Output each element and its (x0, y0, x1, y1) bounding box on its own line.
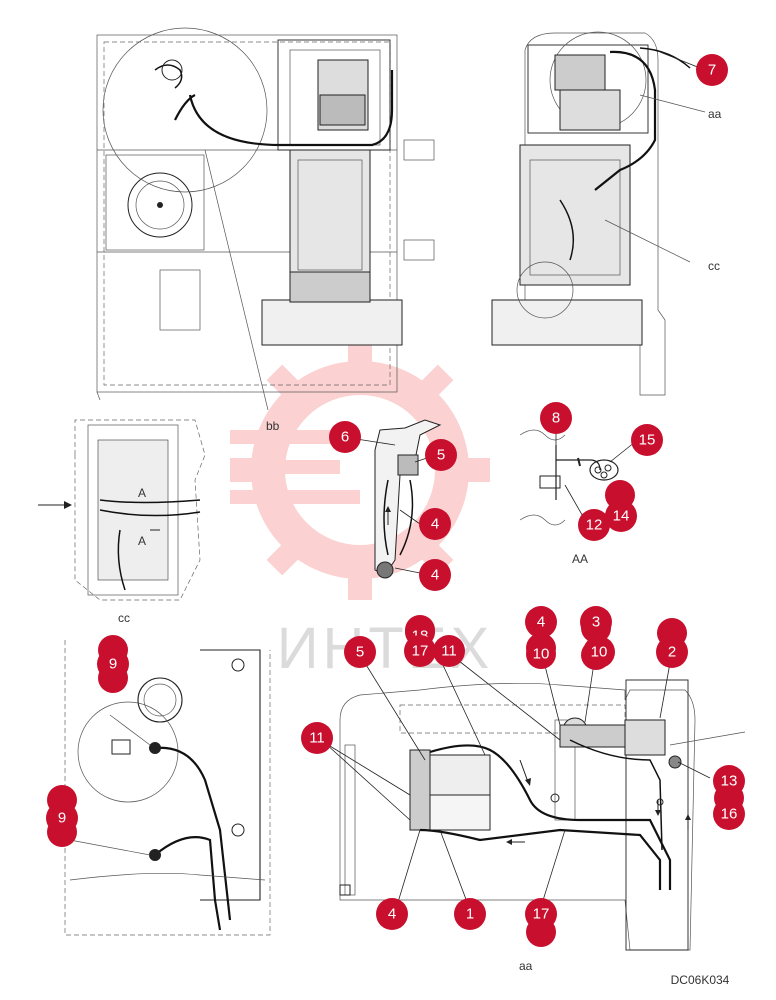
svg-text:15: 15 (639, 432, 656, 449)
callout-1: 1 (454, 898, 486, 930)
svg-text:4: 4 (388, 906, 396, 923)
svg-text:1: 1 (466, 906, 474, 923)
view-label-aa-section: AA (572, 552, 588, 566)
callout-8: 8 (540, 402, 572, 434)
svg-text:5: 5 (437, 447, 445, 464)
callout-13: 13 (713, 765, 745, 797)
filter-detail-view (374, 419, 442, 579)
svg-text:7: 7 (708, 62, 716, 79)
view-label-bb: bb (266, 419, 280, 433)
callout-5-top: 5 (425, 439, 457, 471)
svg-text:5: 5 (356, 644, 364, 661)
callout-11-left: 11 (301, 722, 333, 754)
top-right-view (491, 31, 706, 396)
svg-text:8: 8 (552, 410, 560, 427)
callout-15: 15 (631, 424, 663, 456)
bottom-left-view (64, 640, 271, 936)
svg-text:17: 17 (412, 643, 429, 660)
bottom-right-view (339, 679, 746, 951)
svg-text:10: 10 (533, 646, 550, 663)
arrow-mark-a1: A (138, 486, 146, 500)
arrow-mark-a2: A (138, 534, 146, 548)
callout-16: 16 (713, 798, 745, 830)
svg-text:9: 9 (109, 656, 117, 673)
drawing-code: DC06K034 (671, 973, 730, 987)
callout-4-bottom-a: 4 (525, 606, 557, 638)
svg-text:16: 16 (721, 806, 738, 823)
callout-5-bottom: 5 (344, 636, 376, 668)
callout-14: 14 (605, 500, 637, 532)
callout-9-top: 9 (97, 648, 129, 680)
svg-text:11: 11 (309, 730, 325, 747)
callout-10-left: 10 (526, 633, 556, 663)
svg-text:12: 12 (586, 517, 603, 534)
callout-6: 6 (329, 421, 361, 453)
leader-lines (324, 51, 711, 913)
svg-text:4: 4 (431, 567, 439, 584)
svg-text:14: 14 (613, 508, 630, 525)
callout-10-right: 10 (583, 636, 615, 668)
svg-text:13: 13 (721, 773, 738, 790)
callout-11-top: 11 (433, 635, 465, 667)
view-label-aa-top: aa (708, 107, 722, 121)
callout-17-top: 17 (404, 635, 436, 667)
svg-text:10: 10 (591, 644, 608, 661)
callout-4-top-b: 4 (419, 559, 451, 591)
callout-17-bottom: 17 (525, 898, 557, 930)
view-label-cc-detail: cc (118, 611, 130, 625)
svg-text:2: 2 (668, 644, 676, 661)
callout-7: 7 (696, 54, 728, 86)
watermark-logo (230, 340, 490, 600)
callout-3: 3 (580, 606, 612, 638)
cc-detail-view (38, 419, 206, 601)
top-left-view (96, 27, 435, 411)
svg-text:4: 4 (431, 516, 439, 533)
svg-text:3: 3 (592, 614, 600, 631)
view-label-aa-bottom: aa (519, 959, 533, 973)
callout-9-bottom: 9 (46, 802, 78, 834)
callout-12: 12 (578, 509, 610, 541)
svg-text:4: 4 (537, 614, 545, 631)
callout-4-bottom-b: 4 (376, 898, 408, 930)
svg-text:11: 11 (441, 643, 457, 660)
aa-section-view (519, 429, 619, 526)
view-label-cc-top: cc (708, 259, 720, 273)
svg-text:17: 17 (533, 906, 550, 923)
svg-text:9: 9 (58, 810, 66, 827)
callout-2: 2 (656, 636, 688, 668)
callout-4-top-a: 4 (419, 508, 451, 540)
svg-text:6: 6 (341, 429, 349, 446)
